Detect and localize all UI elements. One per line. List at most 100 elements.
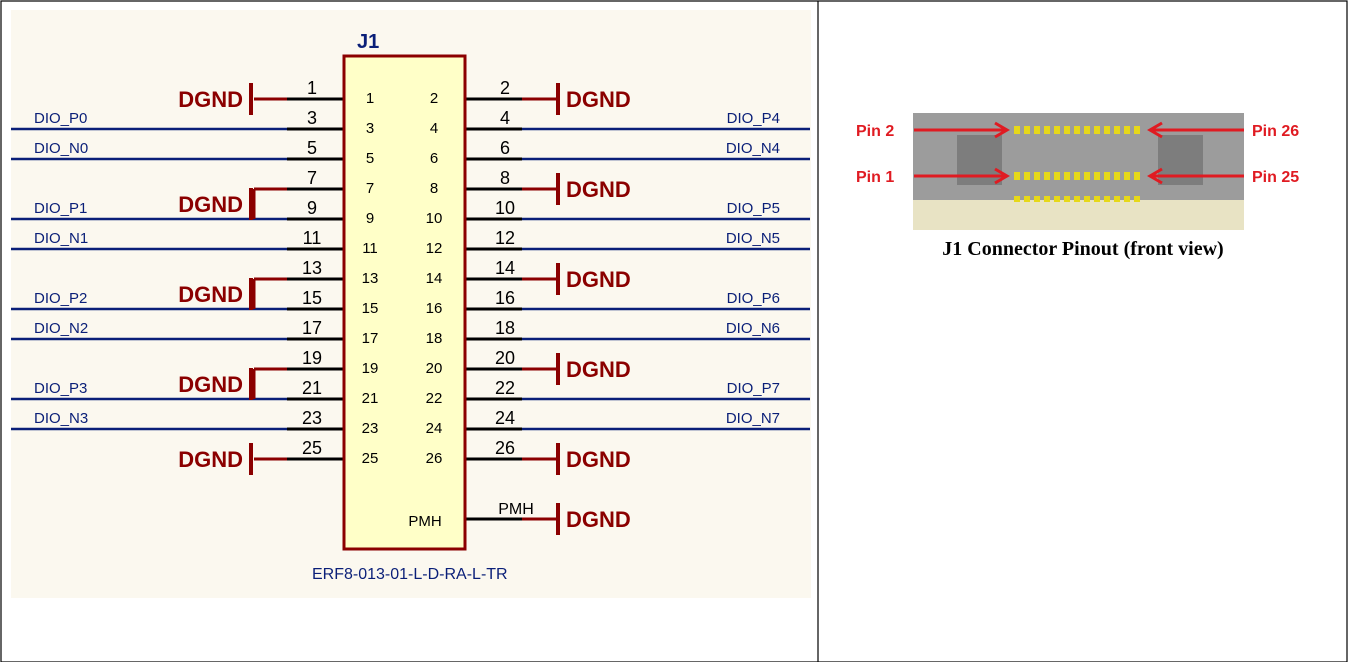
ground-right-0-label: DGND xyxy=(566,87,631,112)
pin-3-inner-number: 3 xyxy=(366,120,374,137)
ground-right-2-label: DGND xyxy=(566,267,631,292)
pin-21-outer-number: 21 xyxy=(302,378,322,398)
pin-8-inner-number: 8 xyxy=(430,180,438,197)
net-dio_p2-label: DIO_P2 xyxy=(34,290,87,307)
pin-26-inner-number: 26 xyxy=(426,450,443,467)
contact-top-1 xyxy=(1024,126,1030,134)
pin-10-outer-number: 10 xyxy=(495,198,515,218)
contact-base-7 xyxy=(1084,196,1090,202)
pin-1-inner-number: 1 xyxy=(366,90,374,107)
contact-top-5 xyxy=(1064,126,1070,134)
pin-18-inner-number: 18 xyxy=(426,330,443,347)
contact-top-6 xyxy=(1074,126,1080,134)
ground-left-2-label: DGND xyxy=(178,282,243,307)
contact-bottom-9 xyxy=(1104,172,1110,180)
contact-base-11 xyxy=(1124,196,1130,202)
pin-25-outer-number: 25 xyxy=(302,438,322,458)
contact-base-10 xyxy=(1114,196,1120,202)
connector-body xyxy=(342,54,467,551)
contact-bottom-10 xyxy=(1114,172,1120,180)
pin-12-outer-number: 12 xyxy=(495,228,515,248)
pin-pmh-inner-label: PMH xyxy=(408,513,441,530)
pin-1-outer-number: 1 xyxy=(307,78,317,98)
pin-6-inner-number: 6 xyxy=(430,150,438,167)
pin-23-outer-number: 23 xyxy=(302,408,322,428)
contact-base-6 xyxy=(1074,196,1080,202)
pin-arrows xyxy=(914,121,1244,185)
pin-12-inner-number: 12 xyxy=(426,240,443,257)
ground-left-0-label: DGND xyxy=(178,87,243,112)
net-dio_p6-label: DIO_P6 xyxy=(727,290,780,307)
pin26-arrow-head xyxy=(1147,121,1163,139)
pin-2-inner-number: 2 xyxy=(430,90,438,107)
pin-9-inner-number: 9 xyxy=(366,210,374,227)
contact-top-12 xyxy=(1134,126,1140,134)
pin-11-outer-number: 11 xyxy=(303,228,322,248)
pin-17-outer-number: 17 xyxy=(302,318,322,338)
contact-top-11 xyxy=(1124,126,1130,134)
ground-right-1-label: DGND xyxy=(566,177,631,202)
pin-19-outer-number: 19 xyxy=(302,348,322,368)
contact-base-12 xyxy=(1134,196,1140,202)
pin-20-outer-number: 20 xyxy=(495,348,515,368)
pin1-label: Pin 1 xyxy=(856,169,894,186)
contact-top-3 xyxy=(1044,126,1050,134)
part-number-label: ERF8-013-01-L-D-RA-L-TR xyxy=(312,566,508,583)
net-dio_p7-label: DIO_P7 xyxy=(727,380,780,397)
pin-22-outer-number: 22 xyxy=(495,378,515,398)
contact-base-5 xyxy=(1064,196,1070,202)
figure-caption: J1 Connector Pinout (front view) xyxy=(942,238,1224,260)
ground-left-3-label: DGND xyxy=(178,372,243,397)
pin-20-inner-number: 20 xyxy=(426,360,443,377)
pin-label-layer: 1122334455667788991010111112121313141415… xyxy=(34,78,780,532)
net-dio_n1-label: DIO_N1 xyxy=(34,230,88,247)
pin1-arrow-head xyxy=(994,167,1010,185)
pin-15-outer-number: 15 xyxy=(302,288,322,308)
pin-8-outer-number: 8 xyxy=(500,168,510,188)
net-dio_n4-label: DIO_N4 xyxy=(726,140,780,157)
net-dio_n7-label: DIO_N7 xyxy=(726,410,780,427)
pin25-label: Pin 25 xyxy=(1252,169,1299,186)
pin-15-inner-number: 15 xyxy=(362,300,379,317)
photo-base xyxy=(913,200,1244,230)
contact-base-0 xyxy=(1014,196,1020,202)
contact-bottom-1 xyxy=(1024,172,1030,180)
contact-bottom-2 xyxy=(1034,172,1040,180)
pin-13-inner-number: 13 xyxy=(362,270,379,287)
contact-bottom-6 xyxy=(1074,172,1080,180)
pin-22-inner-number: 22 xyxy=(426,390,443,407)
ground-right-3-label: DGND xyxy=(566,357,631,382)
ground-left-4-label: DGND xyxy=(178,447,243,472)
pin-25-inner-number: 25 xyxy=(362,450,379,467)
pin-5-outer-number: 5 xyxy=(307,138,317,158)
pin-13-outer-number: 13 xyxy=(302,258,322,278)
contact-base-1 xyxy=(1024,196,1030,202)
wire-layer xyxy=(11,83,810,535)
pin2-label: Pin 2 xyxy=(856,123,894,140)
contact-top-4 xyxy=(1054,126,1060,134)
pin-16-outer-number: 16 xyxy=(495,288,515,308)
pin2-arrow-head xyxy=(994,121,1010,139)
pin25-arrow-head xyxy=(1147,167,1163,185)
pin-2-outer-number: 2 xyxy=(500,78,510,98)
contact-bottom-0 xyxy=(1014,172,1020,180)
ground-left-1-label: DGND xyxy=(178,192,243,217)
net-dio_p4-label: DIO_P4 xyxy=(727,110,780,127)
net-dio_n6-label: DIO_N6 xyxy=(726,320,780,337)
contact-bottom-4 xyxy=(1054,172,1060,180)
ground-right-4-label: DGND xyxy=(566,447,631,472)
pin-26-outer-number: 26 xyxy=(495,438,515,458)
pin-9-outer-number: 9 xyxy=(307,198,317,218)
contact-top-9 xyxy=(1104,126,1110,134)
net-dio_n3-label: DIO_N3 xyxy=(34,410,88,427)
contact-base-9 xyxy=(1104,196,1110,202)
contact-bottom-3 xyxy=(1044,172,1050,180)
contact-bottom-7 xyxy=(1084,172,1090,180)
contact-top-8 xyxy=(1094,126,1100,134)
contact-base-3 xyxy=(1044,196,1050,202)
net-dio_p3-label: DIO_P3 xyxy=(34,380,87,397)
photo-contacts xyxy=(1014,126,1140,202)
